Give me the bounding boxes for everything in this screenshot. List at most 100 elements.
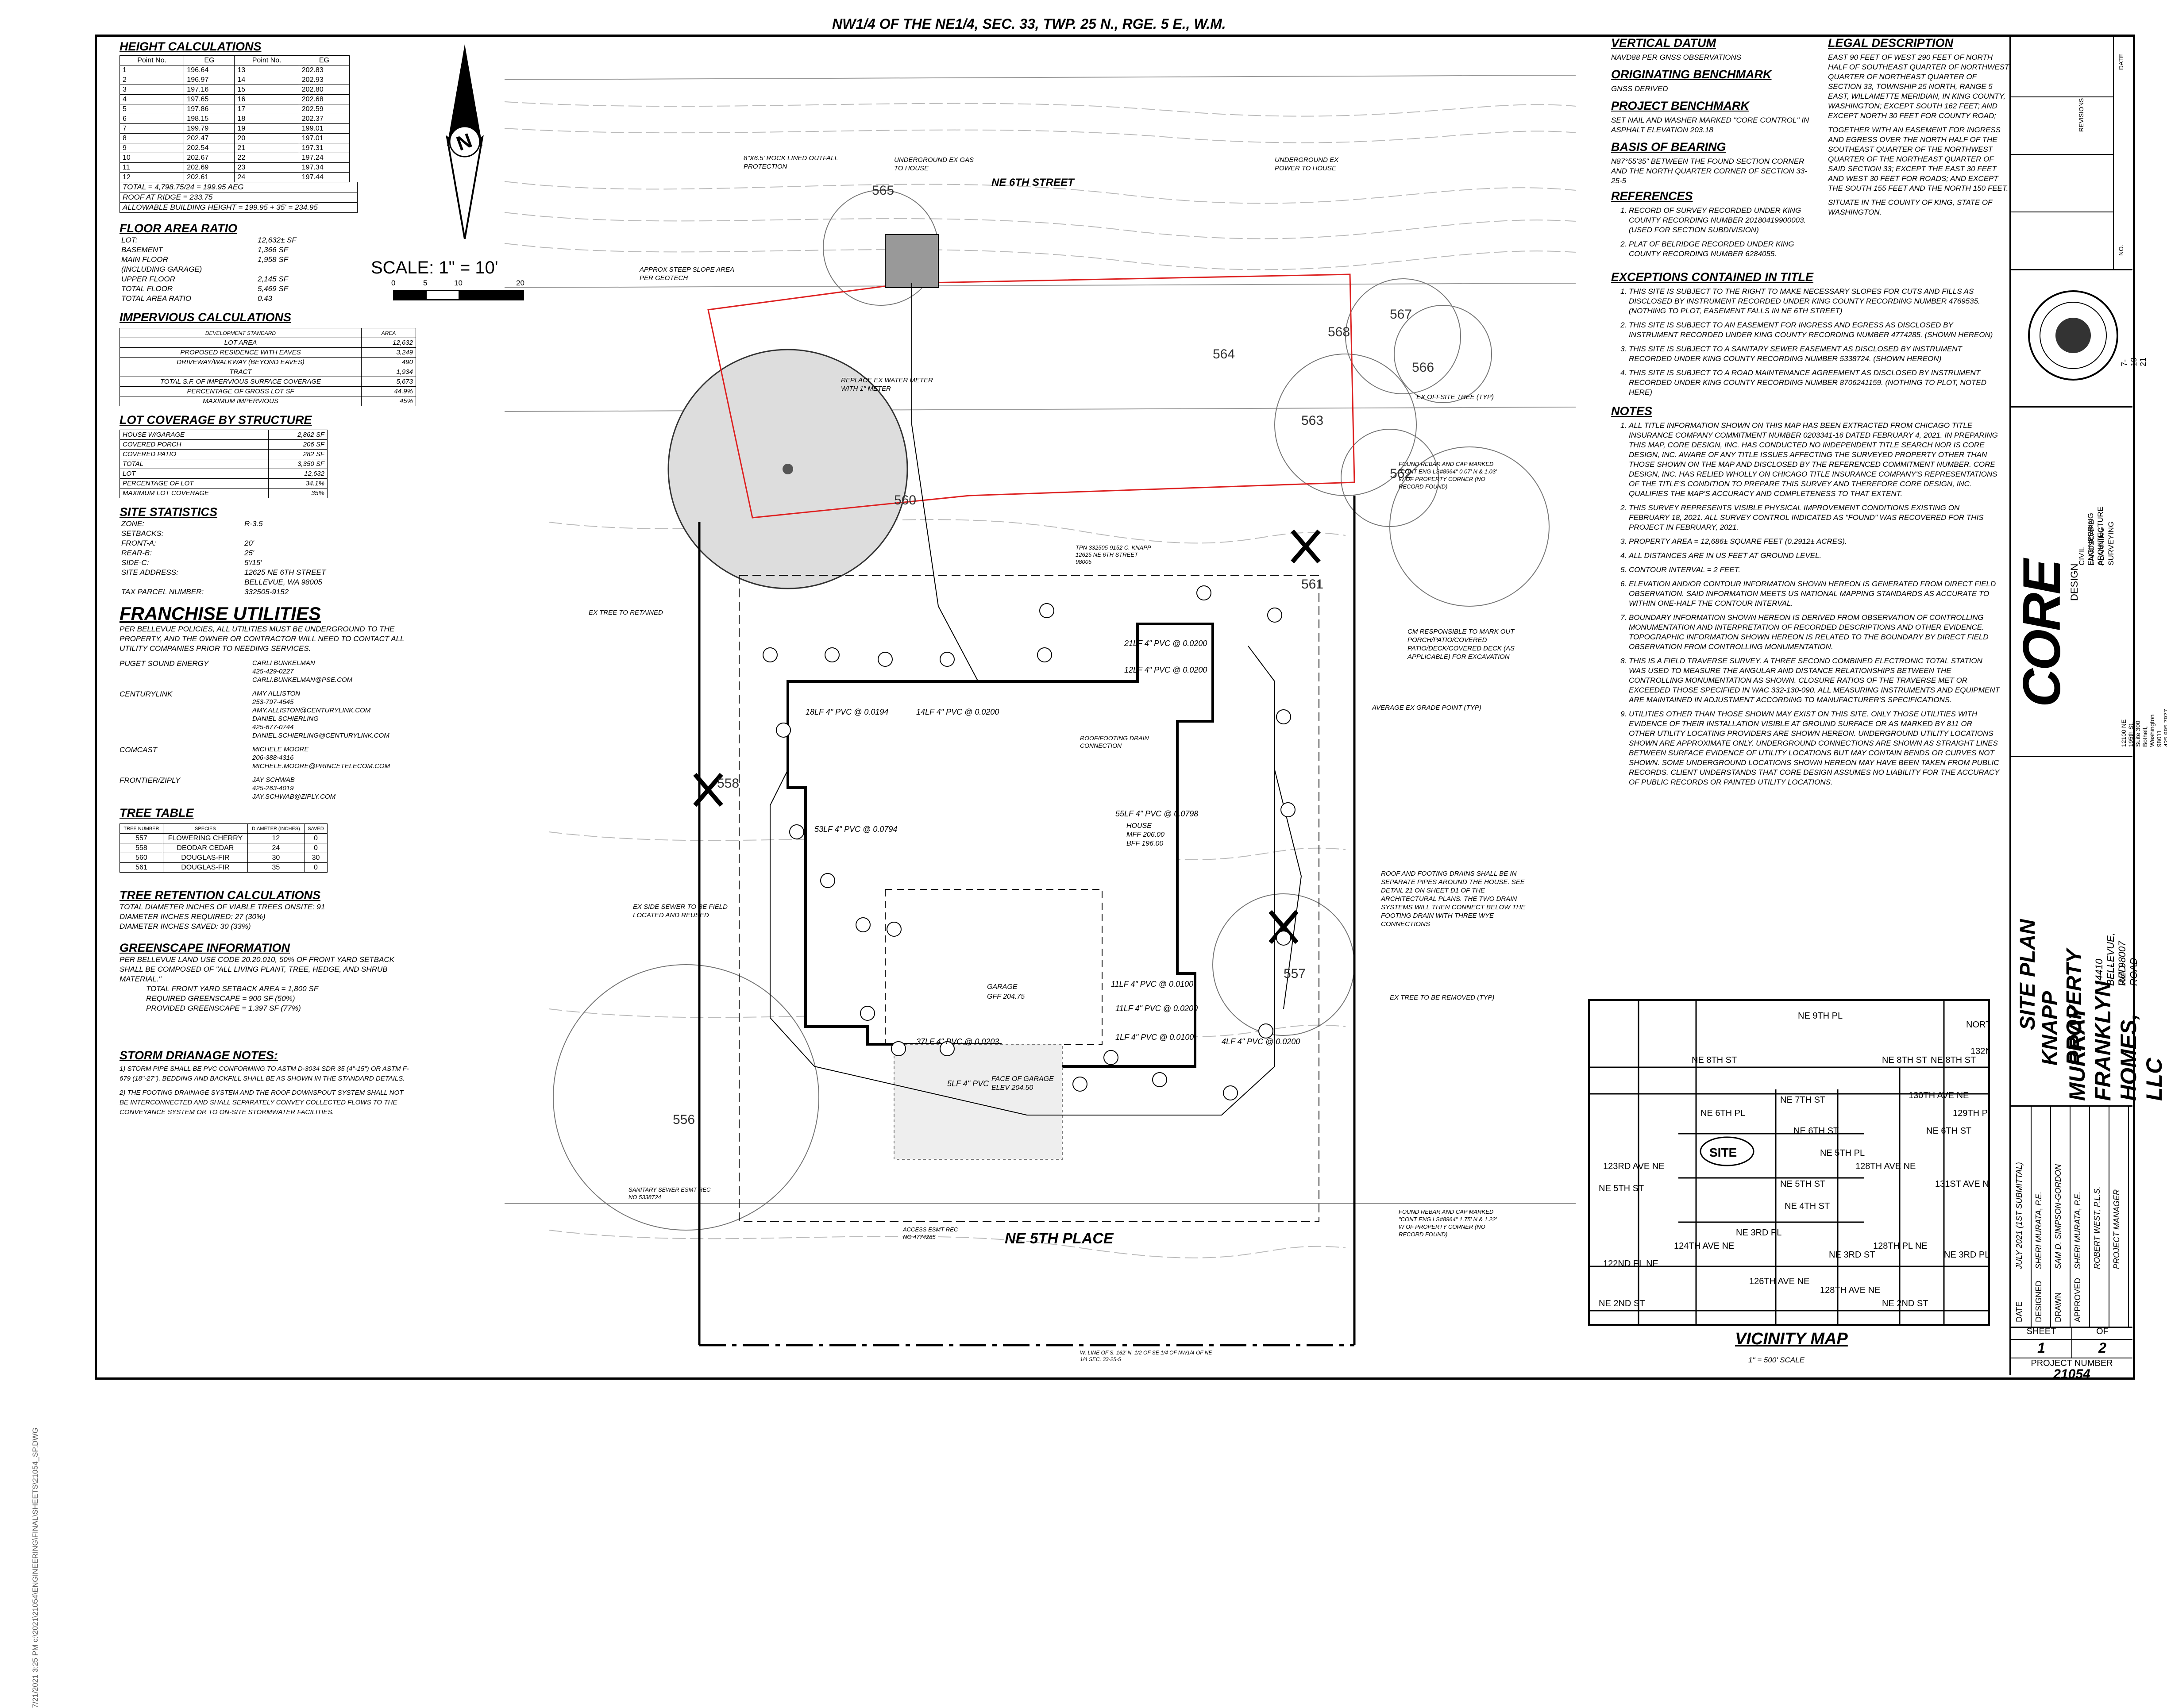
tree-table: TREE NUMBER SPECIES DIAMETER (INCHES) SA… [120,823,328,873]
pipe-label: 55LF 4" PVC @ 0.0798 [1115,809,1198,818]
list-item: THIS SITE IS SUBJECT TO A ROAD MAINTENAN… [1629,368,2001,397]
table-cell: MAXIMUM LOT COVERAGE [120,488,269,498]
street-label: NE 3RD PL [1736,1228,1781,1238]
title-row: ROBERT WEST, P.L.S. [2089,1105,2109,1327]
list-item: PROPERTY AREA = 12,686± SQUARE FEET (0.2… [1629,537,2001,546]
plan-callout: REPLACE EX WATER METER WITH 1" METER [841,377,933,392]
orig-bench-text: GNSS DERIVED [1611,85,1668,93]
plan-callout: W. LINE OF S. 162' N. 1/2 OF SE 1/4 OF N… [1080,1350,1212,1362]
firm-logo: CORE [2012,561,2071,707]
plan-callout: APPROX STEEP SLOPE AREA PER GEOTECH [640,266,734,282]
table-cell: 3,350 SF [268,459,328,469]
column-header: TREE NUMBER [120,823,163,834]
utility-contact-line: 425-677-0744 [252,723,294,731]
pipe-label: 11LF 4" PVC @ 0.0100 [1111,980,1193,989]
table-cell: 560 [120,853,163,863]
table-cell: 206 SF [268,439,328,450]
pipe-label: 11LF 4" PVC @ 0.0200 [1115,1004,1198,1013]
table-cell: 202.80 [298,85,350,95]
table-cell: 558 [120,843,163,853]
table-cell: 561 [120,862,163,873]
pipe-label: 14LF 4" PVC @ 0.0200 [916,708,999,716]
street-label: 128TH PL NE [1873,1241,1928,1251]
utility-contact-line: CARLI.BUNKELMAN@PSE.COM [252,676,353,684]
table-cell: DEODAR CEDAR [162,843,248,853]
tree-retention-line: DIAMETER INCHES REQUIRED: 27 (30%) [120,912,266,921]
plan-callout: EX OFFSITE TREE (TYP) [1416,393,1494,401]
scale-tick: 0 [391,279,396,287]
tree-number: 564 [1213,347,1235,362]
table-cell: 0.43 [258,294,273,303]
list-item: RECORD OF SURVEY RECORDED UNDER KING COU… [1629,206,1815,235]
table-cell: PERCENTAGE OF LOT [120,478,269,489]
street-label: NE 5TH ST [1599,1184,1644,1193]
list-item: THIS SURVEY REPRESENTS VISIBLE PHYSICAL … [1629,503,2001,532]
table-cell: 21 [234,143,299,153]
vicinity-scale: 1" = 500' SCALE [1748,1356,1805,1364]
table-cell: 202.54 [184,143,235,153]
table-cell: 35 [247,862,305,873]
no-label: NO. [2117,245,2125,256]
street-label: NE 8TH ST [1882,1055,1927,1065]
table-cell: R-3.5 [244,519,263,528]
column-header: EG [184,55,235,65]
table-cell: 199.79 [184,123,235,134]
street-label: NE 7TH ST [1780,1095,1825,1105]
garage-face-label: FACE OF GARAGE [991,1075,1054,1083]
tree-number: 565 [872,183,894,198]
title-row-value: SHERI MURATA, P.E. [2034,1191,2043,1269]
pipe-label: 1LF 4" PVC @ 0.0100 [1115,1033,1194,1042]
firm-service: PLANNING [2097,527,2105,565]
table-cell: MAXIMUM IMPERVIOUS [120,396,362,406]
table-cell: BASEMENT [121,246,163,254]
table-cell: TOTAL AREA RATIO [121,294,192,303]
list-item: CONTOUR INTERVAL = 2 FEET. [1629,565,2001,575]
table-cell: 34.1% [268,478,328,489]
table-cell: 332505-9152 [244,588,289,596]
table-cell: SIDE-C: [121,558,149,567]
table-cell: 197.01 [298,133,350,143]
street-label: NE 2ND ST [1882,1299,1928,1308]
plan-callout: TPN 332505-9152 C. KNAPP 12625 NE 6TH ST… [1076,544,1151,565]
street-label: NE 5TH PL [1820,1148,1865,1158]
table-cell: 12,632 [361,338,416,348]
of-label: OF [2096,1327,2109,1336]
plan-callout: UNDERGROUND EX GAS TO HOUSE [894,156,974,172]
table-cell: 44.9% [361,386,416,396]
table-header-row: TREE NUMBER SPECIES DIAMETER (INCHES) SA… [120,823,328,834]
tree-number: 558 [717,776,739,791]
garage-face-label: ELEV 204.50 [991,1084,1033,1092]
plan-callout: EX SIDE SEWER TO BE FIELD LOCATED AND RE… [633,903,728,919]
proj-bench-text: SET NAIL AND WASHER MARKED "CORE CONTROL… [1611,116,1809,134]
street-label: NE 3RD PL [1944,1250,1988,1260]
scale-bar [393,290,524,300]
utility-contact-line: JAY SCHWAB [252,776,295,784]
tree-number: 566 [1412,360,1434,375]
greenscape-line: REQUIRED GREENSCAPE = 900 SF (50%) [146,994,295,1003]
title-row: PROJECT MANAGER [2109,1105,2129,1327]
plan-callout: AVERAGE EX GRADE POINT (TYP) [1372,704,1481,712]
street-label: 129TH PL NE [1953,1108,1988,1118]
table-cell: REAR-B: [121,549,152,557]
house-label: HOUSE [1126,822,1152,830]
title-row-value: SAM D. SIMPSON-GORDON [2054,1164,2063,1269]
table-row: TOTAL S.F. OF IMPERVIOUS SURFACE COVERAG… [120,377,416,387]
column-header: AREA [361,328,416,338]
garage-label: GARAGE [987,983,1018,991]
right-column: VERTICAL DATUM NAVD88 PER GNSS OBSERVATI… [1611,36,2009,792]
table-cell: 197.16 [184,85,235,95]
